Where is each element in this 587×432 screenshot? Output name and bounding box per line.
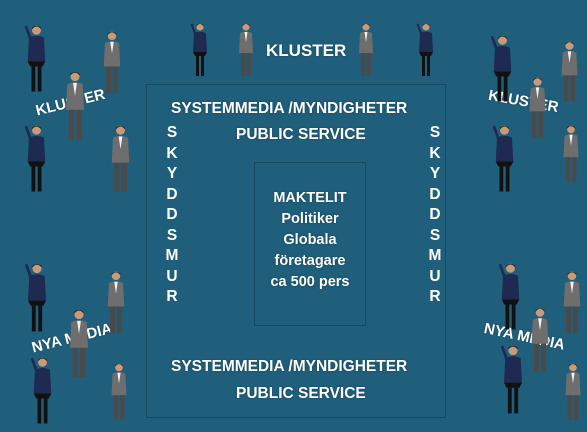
label-kluster-top: KLUSTER [266, 41, 347, 60]
businessman-icon [359, 23, 373, 76]
wall-letter: D [429, 206, 441, 223]
businessman-icon [563, 271, 581, 334]
businesswoman-icon [498, 263, 520, 330]
wall-letter: D [166, 185, 178, 203]
businessman-icon [107, 271, 125, 334]
businesswoman-icon [30, 357, 52, 424]
businessman-icon [111, 125, 130, 192]
wall-letter: U [166, 267, 178, 285]
businessman-icon [561, 41, 578, 102]
businesswoman-icon [190, 23, 207, 76]
businessman-icon [529, 77, 546, 138]
maktelit-box [254, 162, 366, 326]
wall-letter: U [429, 267, 441, 285]
wall-letter: K [166, 144, 178, 162]
wall-letter: R [166, 288, 178, 305]
businessman-icon [111, 363, 127, 420]
skyddsmur-right: S K Y D D S M U R [428, 123, 442, 308]
frame-top-line2: PUBLIC SERVICE [236, 126, 366, 143]
businesswoman-icon [416, 23, 433, 76]
systemmedia-frame [146, 84, 446, 418]
wall-letter: S [429, 226, 441, 244]
center-line-antal: ca 500 pers [270, 274, 350, 290]
center-line-foretagare: företagare [274, 253, 346, 269]
businessman-icon [66, 71, 84, 140]
frame-bottom-line2: PUBLIC SERVICE [236, 385, 366, 402]
wall-letter: Y [429, 165, 441, 182]
businesswoman-icon [490, 35, 512, 102]
businessman-icon [239, 23, 253, 76]
wall-letter: D [166, 206, 178, 223]
businessman-icon [103, 31, 121, 94]
businessman-icon [70, 309, 88, 378]
wall-letter: Y [166, 165, 178, 182]
wall-letter: S [166, 226, 178, 244]
wall-letter: S [429, 124, 441, 141]
wall-letter: K [429, 144, 441, 162]
wall-letter: M [428, 247, 442, 264]
businesswoman-icon [24, 263, 46, 332]
businesswoman-icon [492, 125, 514, 192]
center-line-politiker: Politiker [281, 211, 339, 227]
center-line-maktelit: MAKTELIT [273, 190, 347, 206]
skyddsmur-left: S K Y D D S M U R [165, 123, 179, 308]
wall-letter: D [429, 185, 441, 203]
businesswoman-icon [500, 345, 522, 414]
businessman-icon [565, 363, 581, 420]
frame-bottom-line1: SYSTEMMEDIA /MYNDIGHETER [171, 358, 408, 375]
businessman-icon [531, 308, 549, 372]
center-line-globala: Globala [283, 232, 337, 248]
businessman-icon [563, 125, 579, 182]
wall-letter: M [165, 247, 179, 264]
businesswoman-icon [24, 25, 46, 92]
wall-letter: S [166, 124, 178, 141]
businesswoman-icon [24, 125, 46, 192]
wall-letter: R [429, 288, 441, 305]
frame-top-line1: SYSTEMMEDIA /MYNDIGHETER [171, 100, 408, 117]
